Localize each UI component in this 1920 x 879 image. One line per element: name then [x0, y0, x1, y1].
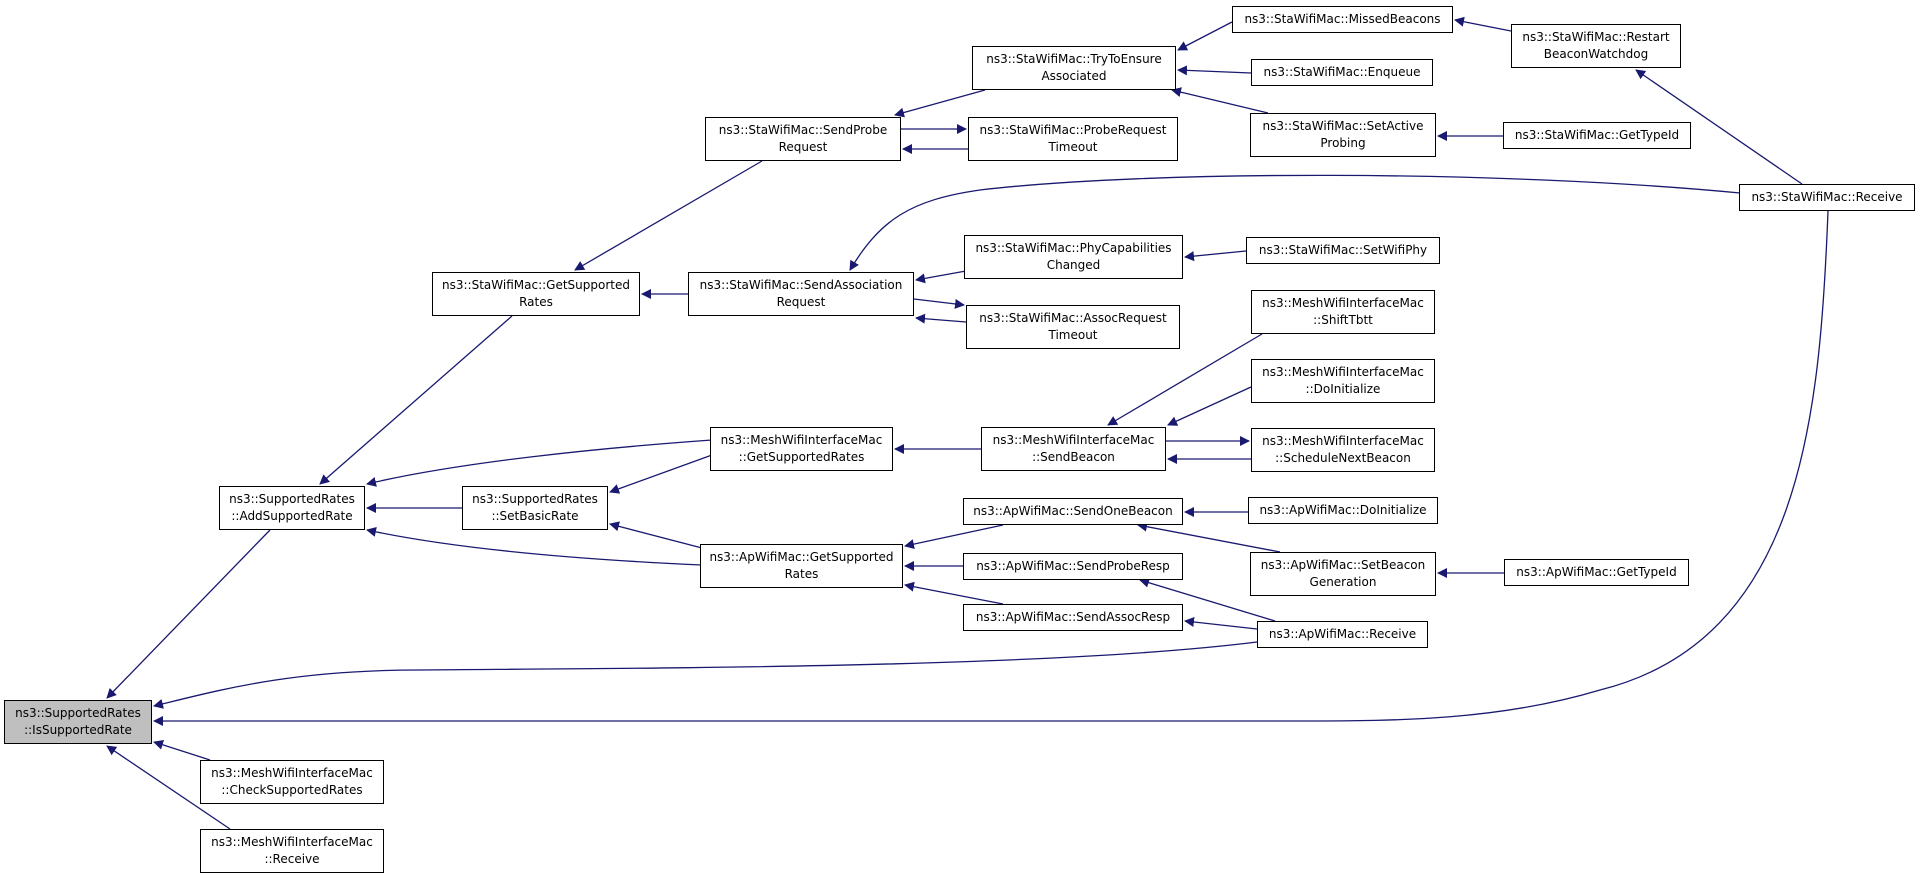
- e-staPhyCap-staSendAssoc: [915, 270, 967, 284]
- e-meshShift-meshSendBeacon: [1107, 333, 1263, 426]
- e-staSendProbe-staGetSR: [574, 160, 763, 271]
- node-apwifimac-doinitialize[interactable]: ns3::ApWifiMac::DoInitialize: [1248, 497, 1438, 524]
- node-meshwifiinterfacemac-sendbeacon[interactable]: ns3::MeshWifiInterfaceMac::SendBeacon: [981, 427, 1166, 471]
- e-staReceive-root: [153, 210, 1829, 726]
- e-staReceive-staRestart: [1635, 69, 1803, 185]
- e-apSendAssocResp-apGetSR: [904, 581, 1004, 605]
- e-apSendOne-apGetSR: [904, 524, 1004, 550]
- node-apwifimac-sendassocresp[interactable]: ns3::ApWifiMac::SendAssocResp: [963, 604, 1183, 631]
- node-meshwifiinterfacemac-shifttbtt[interactable]: ns3::MeshWifiInterfaceMac::ShiftTbtt: [1251, 290, 1435, 334]
- node-stawifimac-setwifiphy[interactable]: ns3::StaWifiMac::SetWifiPhy: [1246, 237, 1440, 264]
- node-apwifimac-receive[interactable]: ns3::ApWifiMac::Receive: [1257, 621, 1428, 648]
- e-meshGetSR-addsr: [366, 439, 713, 487]
- node-supportedrates-setbasicrate[interactable]: ns3::SupportedRates::SetBasicRate: [462, 486, 608, 530]
- e-apSetBeaconGen-apSendOne: [1137, 521, 1281, 553]
- e-meshGetSR-setbasic: [609, 454, 713, 494]
- e-meshDoInit-meshSendBeacon: [1167, 386, 1252, 426]
- e-staEnqueue-staTryEnsure: [1177, 65, 1252, 76]
- e-staSetWifiPhy-staPhyCap: [1184, 250, 1247, 262]
- e-apGetSR-addsr: [366, 527, 703, 566]
- node-apwifimac-gettypeid[interactable]: ns3::ApWifiMac::GetTypeId: [1504, 559, 1689, 586]
- node-meshwifiinterfacemac-getsupportedrates[interactable]: ns3::MeshWifiInterfaceMac::GetSupportedR…: [710, 427, 893, 471]
- e-staSetActive-staTryEnsure: [1171, 87, 1269, 114]
- e-staReceive-staSendAssoc: [849, 174, 1741, 271]
- node-meshwifiinterfacemac-doinitialize[interactable]: ns3::MeshWifiInterfaceMac::DoInitialize: [1251, 359, 1435, 403]
- e-staRestart-staMissed: [1454, 16, 1512, 32]
- node-stawifimac-receive[interactable]: ns3::StaWifiMac::Receive: [1739, 184, 1915, 211]
- edges: [106, 16, 1829, 830]
- e-staGetSR-addsr: [319, 315, 513, 485]
- e-apReceive-root: [153, 641, 1258, 709]
- e-meshRecv-root: [106, 745, 231, 830]
- e-apReceive-apSendAssocResp: [1184, 617, 1258, 630]
- node-apwifimac-sendproberesp[interactable]: ns3::ApWifiMac::SendProbeResp: [963, 553, 1183, 580]
- node-meshwifiinterfacemac-schedulenextbeacon[interactable]: ns3::MeshWifiInterfaceMac::ScheduleNextB…: [1251, 428, 1435, 472]
- node-stawifimac-gettypeid[interactable]: ns3::StaWifiMac::GetTypeId: [1503, 122, 1691, 149]
- e-staTryEnsure-staSendProbe: [894, 89, 986, 118]
- e-meshCheck-root: [153, 739, 211, 761]
- node-apwifimac-sendonebeacon[interactable]: ns3::ApWifiMac::SendOneBeacon: [963, 498, 1183, 525]
- node-meshwifiinterfacemac-receive[interactable]: ns3::MeshWifiInterfaceMac::Receive: [200, 829, 384, 873]
- node-stawifimac-enqueue[interactable]: ns3::StaWifiMac::Enqueue: [1251, 59, 1433, 86]
- node-stawifimac-missedbeacons[interactable]: ns3::StaWifiMac::MissedBeacons: [1232, 6, 1453, 33]
- e-apReceive-apSendProbeResp: [1139, 577, 1276, 622]
- e-staAssocTimeout-staSendAssoc: [915, 313, 967, 324]
- e-staMissed-staTryEnsure: [1177, 21, 1233, 51]
- node-supportedrates-addsupportedrate[interactable]: ns3::SupportedRates::AddSupportedRate: [219, 486, 365, 530]
- e-staSendAssoc-staAssocTimeout: [913, 298, 965, 309]
- node-supportedrates-issupportedrate: ns3::SupportedRates::IsSupportedRate: [4, 700, 152, 744]
- node-meshwifiinterfacemac-checksupportedrates[interactable]: ns3::MeshWifiInterfaceMac::CheckSupporte…: [200, 760, 384, 804]
- e-addsr-root: [106, 529, 271, 699]
- e-apGetSR-setbasic: [609, 521, 703, 549]
